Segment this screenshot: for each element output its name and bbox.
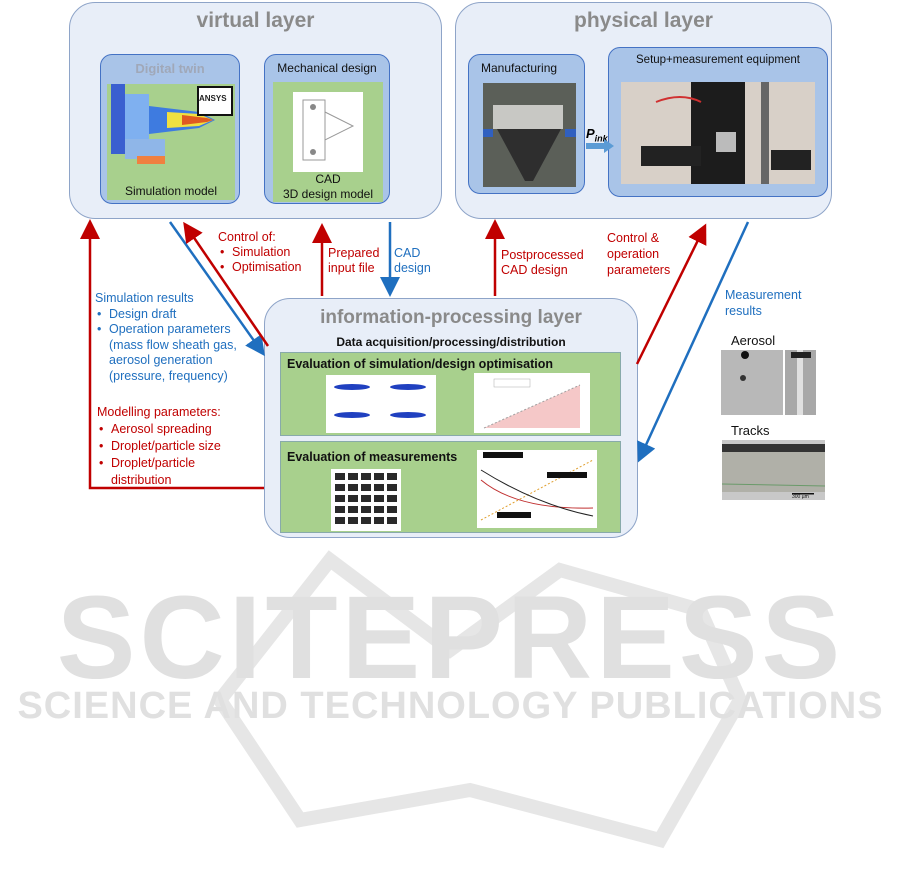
prepared-line: Prepared <box>328 246 380 260</box>
simulation-graphic <box>111 84 233 164</box>
manufacturing-panel: Manufacturing <box>468 54 585 194</box>
modelling-item: Droplet/particle <box>97 455 221 472</box>
manufacturing-photo <box>483 83 576 187</box>
cad-graphic <box>293 92 363 172</box>
modelling-title: Modelling parameters: <box>97 405 221 419</box>
pink-label-sub: ink <box>594 133 608 144</box>
tracks-label: Tracks <box>731 423 770 438</box>
arrow-modelling-params <box>80 219 264 490</box>
sim-results-item: Operation parameters <box>95 322 237 338</box>
control-of-list: Simulation Optimisation <box>218 245 301 275</box>
pink-label: Pink <box>586 126 608 144</box>
control-of-title: Control of: <box>218 230 276 244</box>
nozzle-graphic <box>483 83 576 187</box>
optimisation-plot <box>474 373 590 433</box>
measurement-grid <box>331 469 401 531</box>
mechanical-design-panel: Mechanical design CAD 3D design model <box>264 54 390 204</box>
eval-sim-panel: Evaluation of simulation/design optimisa… <box>280 352 621 436</box>
arrow-control-operation <box>635 223 707 365</box>
measurement-results-line: Measurement <box>725 288 802 302</box>
control-of-label: Control of: Simulation Optimisation <box>218 230 301 275</box>
op-params-line: aerosol generation <box>109 353 213 367</box>
op-params-detail: (mass flow sheath gas, aerosol generatio… <box>95 338 237 385</box>
digital-twin-caption: Simulation model <box>124 184 218 198</box>
info-layer-title: information-processing layer <box>320 307 582 328</box>
cad-design-line: CAD <box>394 246 421 260</box>
sim-results-item: Design draft <box>95 307 237 323</box>
cad-design-line: design <box>394 261 431 275</box>
tracks-scale: 300 µm <box>792 494 809 500</box>
digital-twin-panel: Digital twin ANSYS Simulation model <box>100 54 240 204</box>
measurement-plot <box>477 450 597 528</box>
modelling-block: Modelling parameters: Aerosol spreading … <box>97 404 221 489</box>
manufacturing-title: Manufacturing <box>481 61 558 75</box>
setup-panel: Setup+measurement equipment <box>608 47 828 197</box>
physical-layer-title: physical layer <box>574 9 713 32</box>
eval-sim-title: Evaluation of simulation/design optimisa… <box>287 357 553 371</box>
postprocessed-line: CAD design <box>501 263 568 277</box>
simulation-image: ANSYS Simulation model <box>107 84 235 200</box>
control-op-line: operation <box>607 247 660 261</box>
control-op-line: Control & <box>607 231 660 245</box>
aerosol-image <box>721 350 816 415</box>
modelling-cont: distribution <box>111 473 172 487</box>
watermark-sub: SCIENCE AND TECHNOLOGY PUBLICATIONS <box>17 685 884 727</box>
modelling-list: Aerosol spreading Droplet/particle size … <box>97 421 221 472</box>
virtual-layer-title: virtual layer <box>196 9 315 32</box>
postprocessed-line: Postprocessed <box>501 248 584 262</box>
pink-label-p: P <box>586 126 595 141</box>
arrow-measurement-results <box>637 221 750 463</box>
sim-results-title: Simulation results <box>95 291 194 305</box>
ansys-logo: ANSYS <box>199 94 227 103</box>
digital-twin-title: Digital twin <box>135 61 205 76</box>
cad-design-label: CAD design <box>394 246 431 276</box>
watermark-main: SCITEPRESS <box>56 572 845 704</box>
watermark-logo <box>0 540 901 860</box>
eval-meas-panel: Evaluation of measurements <box>280 441 621 533</box>
sim-results-block: Simulation results Design draft Operatio… <box>95 291 237 384</box>
measurement-results-label: Measurement results <box>725 287 801 319</box>
prepared-line: input file <box>328 261 375 275</box>
sim-thumbs <box>326 375 436 433</box>
arrow-layer <box>80 139 750 490</box>
cad-image: CAD 3D design model <box>273 82 383 202</box>
tracks-graphic <box>721 440 826 500</box>
setup-photo <box>621 82 815 184</box>
setup-graphic <box>621 82 815 184</box>
modelling-item: Aerosol spreading <box>97 421 221 438</box>
control-of-item: Optimisation <box>218 260 301 275</box>
aerosol-graphic <box>721 350 816 415</box>
control-of-item: Simulation <box>218 245 301 260</box>
cad-caption-2: 3D design model <box>282 187 374 201</box>
eval-meas-title: Evaluation of measurements <box>287 450 458 464</box>
op-params-line: (mass flow sheath gas, <box>109 337 237 352</box>
cad-caption-1: CAD <box>315 172 341 186</box>
control-op-line: parameters <box>607 263 671 277</box>
arrow-pink-head <box>604 139 614 153</box>
sim-results-list: Design draft Operation parameters <box>95 307 237 338</box>
op-params-line: (pressure, frequency) <box>109 368 228 383</box>
watermark-shape <box>211 550 748 849</box>
postprocessed-label: Postprocessed CAD design <box>501 248 584 278</box>
mechanical-design-title: Mechanical design <box>277 61 377 75</box>
control-op-label: Control & operation parameters <box>607 230 670 278</box>
arrow-control-of <box>183 221 270 347</box>
modelling-item: Droplet/particle size <box>97 438 221 455</box>
measurement-results-line: results <box>725 304 762 318</box>
prepared-label: Prepared input file <box>328 246 379 276</box>
aerosol-label: Aerosol <box>731 333 776 348</box>
info-layer-subtitle: Data acquisition/processing/distribution <box>336 335 566 349</box>
setup-title: Setup+measurement equipment <box>636 54 800 66</box>
tracks-image: 300 µm <box>721 440 826 500</box>
